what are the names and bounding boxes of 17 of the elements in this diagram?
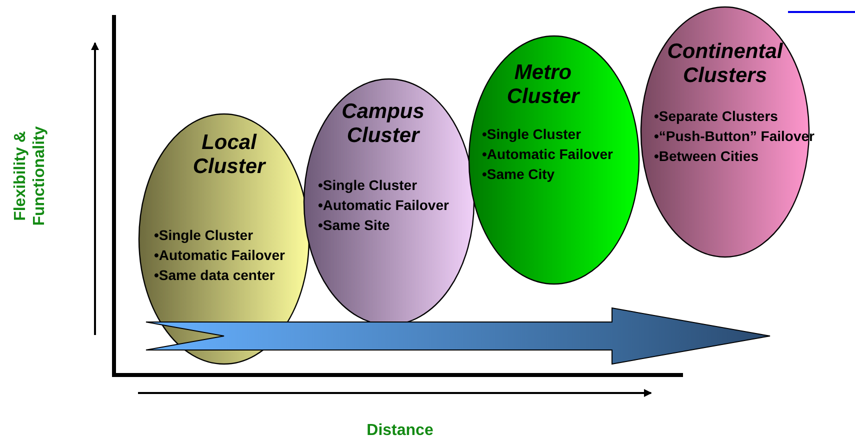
cluster-title: Local Cluster <box>192 131 267 179</box>
axis-label: Distance <box>366 421 434 440</box>
bullet-item: •Same Site <box>318 216 390 235</box>
bullet-item: •Separate Clusters <box>654 107 778 126</box>
bullet-item: •Same City <box>482 165 555 184</box>
bullet-item: •Between Cities <box>654 147 758 166</box>
bullet-item: •Single Cluster <box>318 176 418 195</box>
bullet-item: •Single Cluster <box>154 226 254 245</box>
axis-label: Flexibility & Functionality <box>11 126 49 226</box>
bullet-item: •Same data center <box>154 266 275 285</box>
bullet-item: •Automatic Failover <box>482 145 613 164</box>
bullet-item: •Single Cluster <box>482 125 582 144</box>
bullet-item: •Automatic Failover <box>154 246 285 265</box>
bullet-item: •Automatic Failover <box>318 196 449 215</box>
cluster-title: Metro Cluster <box>506 61 581 109</box>
cluster-title: Continental Clusters <box>666 40 784 88</box>
cluster-title: Campus Cluster <box>340 100 426 148</box>
